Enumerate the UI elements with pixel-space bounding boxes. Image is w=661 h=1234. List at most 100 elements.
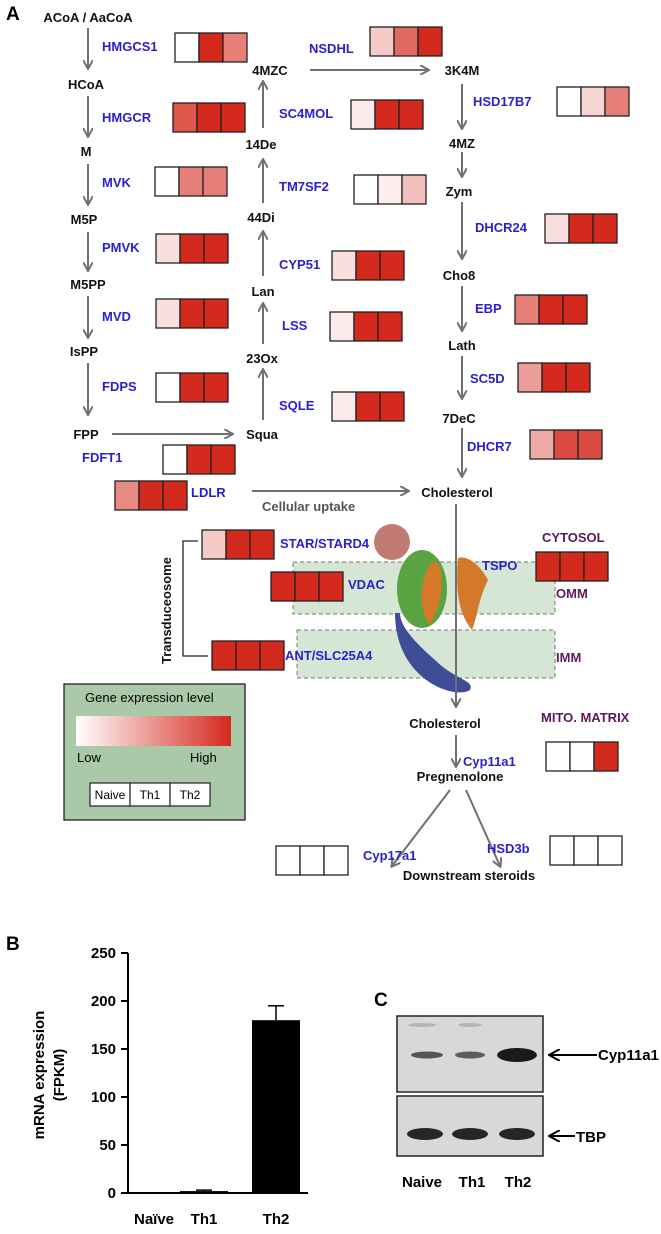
panel-c-label: C <box>374 990 388 1011</box>
gene-label-ant-slc25a4: ANT/SLC25A4 <box>285 648 373 663</box>
heatmap-cell-cyp17a1-th2 <box>323 845 349 876</box>
blot-label-cyp11a1: Cyp11a1 <box>598 1047 659 1064</box>
heatmap-hsd3b <box>549 835 623 866</box>
heatmap-cell-hsd3b-naive <box>549 835 575 866</box>
heatmap-cell-fdft1-th1 <box>186 444 212 475</box>
blot-lane-naive: Naive <box>402 1174 442 1191</box>
heatmap-ant-slc25a4 <box>211 640 285 671</box>
heatmap-cell-hmgcr-th2 <box>220 102 246 133</box>
metabolite-m: M <box>81 144 92 159</box>
heatmap-cell-mvk-th1 <box>178 166 204 197</box>
heatmap-cell-fdps-naive <box>155 372 181 403</box>
heatmap-hmgcr <box>172 102 246 133</box>
chart-bar-1 <box>180 1191 228 1193</box>
heatmap-cell-ldlr-th2 <box>162 480 188 511</box>
heatmap-sc5d <box>517 362 591 393</box>
heatmap-sc4mol <box>350 99 424 130</box>
heatmap-cell-tspo-th1 <box>559 551 585 582</box>
legend-cell-th2 <box>169 782 211 807</box>
heatmap-cell-hmgcs1-th2 <box>222 32 248 63</box>
blot-tbp-panel <box>396 1095 544 1157</box>
heatmap-cell-sc4mol-naive <box>350 99 376 130</box>
cytosol-label: CYTOSOL <box>542 530 605 545</box>
chart-x-label-1: Th1 <box>191 1211 218 1228</box>
chart-x-label-0: Naïve <box>134 1211 174 1228</box>
metabolite-cholesterol-cytosol: Cholesterol <box>421 485 493 500</box>
heatmap-mvk <box>154 166 228 197</box>
gene-label-sqle: SQLE <box>279 398 315 413</box>
heatmap-cell-hmgcr-th1 <box>196 102 222 133</box>
heatmap-cell-ebp-th2 <box>562 294 588 325</box>
metabolite-squa: Squa <box>246 427 279 442</box>
heatmap-lss <box>329 311 403 342</box>
blot-faint-band-2 <box>458 1023 482 1027</box>
gene-label-sc5d: SC5D <box>470 371 505 386</box>
gene-label-hsd3b: HSD3b <box>487 841 530 856</box>
heatmap-cell-dhcr24-th2 <box>592 213 618 244</box>
blot-tbp-band-th2 <box>499 1128 535 1140</box>
heatmap-cell-cyp11a1-th2 <box>593 741 619 772</box>
gene-label-dhcr7: DHCR7 <box>467 439 512 454</box>
heatmap-cell-hsd3b-th1 <box>573 835 599 866</box>
blot-cyp11a1-band-th2 <box>497 1048 537 1062</box>
heatmap-cell-dhcr24-th1 <box>568 213 594 244</box>
legend-high-label: High <box>190 750 217 765</box>
metabolite-zym: Zym <box>446 184 473 199</box>
heatmap-cell-sc4mol-th2 <box>398 99 424 130</box>
heatmap-fdps <box>155 372 229 403</box>
gene-label-hsd17b7: HSD17B7 <box>473 94 532 109</box>
omm-label: OMM <box>556 586 588 601</box>
metabolite-ispp: IsPP <box>70 344 99 359</box>
legend-col-th1: Th1 <box>140 788 161 802</box>
heatmap-cyp17a1 <box>275 845 349 876</box>
heatmap-cell-hsd3b-th2 <box>597 835 623 866</box>
heatmap-cell-pmvk-th1 <box>179 233 205 264</box>
heatmap-cell-ebp-naive <box>514 294 540 325</box>
metabolite-lan: Lan <box>251 284 274 299</box>
metabolite-3k4m: 3K4M <box>445 63 480 78</box>
heatmap-ldlr <box>114 480 188 511</box>
chart-x-label-2: Th2 <box>263 1211 290 1228</box>
star-protein-shape <box>374 524 410 560</box>
blot-label-tbp: TBP <box>576 1129 606 1146</box>
heatmap-vdac <box>270 571 344 602</box>
heatmap-cell-fdft1-th2 <box>210 444 236 475</box>
heatmap-cell-nsdhl-th2 <box>417 26 443 57</box>
mito-matrix-label: MITO. MATRIX <box>541 710 630 725</box>
gene-label-ldlr: LDLR <box>191 485 226 500</box>
blot-cyp11a1-band-th1 <box>455 1051 485 1059</box>
imm-label: IMM <box>556 650 581 665</box>
ant-protein-shape <box>395 613 471 693</box>
metabolite-7dec: 7DeC <box>442 411 476 426</box>
gene-label-nsdhl: NSDHL <box>309 41 354 56</box>
heatmap-cell-mvk-th2 <box>202 166 228 197</box>
heatmap-nsdhl <box>369 26 443 57</box>
transduceosome-label: Transduceosome <box>159 557 174 664</box>
heatmap-cell-sqle-naive <box>331 391 357 422</box>
blot-cyp11a1-band-naive <box>411 1051 443 1059</box>
gene-label-cyp11a1: Cyp11a1 <box>463 754 516 769</box>
gene-label-star-stard4: STAR/STARD4 <box>280 536 370 551</box>
heatmap-cell-ldlr-th1 <box>138 480 164 511</box>
heatmap-cell-lss-th1 <box>353 311 379 342</box>
chart-y-tick-label: 150 <box>91 1041 116 1058</box>
gene-label-mvd: MVD <box>102 309 131 324</box>
heatmap-sqle <box>331 391 405 422</box>
chart-y-tick-label: 0 <box>108 1185 116 1202</box>
arrow-pregnenolone-downstream-left <box>392 789 451 866</box>
heatmap-cell-ant-slc25a4-th2 <box>259 640 285 671</box>
cellular-uptake-label: Cellular uptake <box>262 499 355 514</box>
arrow-pregnenolone-downstream-right <box>465 789 500 866</box>
heatmap-cell-star-stard4-th2 <box>249 529 275 560</box>
heatmap-cell-cyp17a1-naive <box>275 845 301 876</box>
heatmap-cell-ebp-th1 <box>538 294 564 325</box>
heatmap-cell-hmgcr-naive <box>172 102 198 133</box>
heatmap-tm7sf2 <box>353 174 427 205</box>
metabolite-lath: Lath <box>448 338 476 353</box>
heatmap-cell-sc4mol-th1 <box>374 99 400 130</box>
heatmap-cell-tm7sf2-th2 <box>401 174 427 205</box>
blot-tbp-band-th1 <box>452 1128 488 1140</box>
gene-label-fdps: FDPS <box>102 379 137 394</box>
gene-label-hmgcs1: HMGCS1 <box>102 39 158 54</box>
